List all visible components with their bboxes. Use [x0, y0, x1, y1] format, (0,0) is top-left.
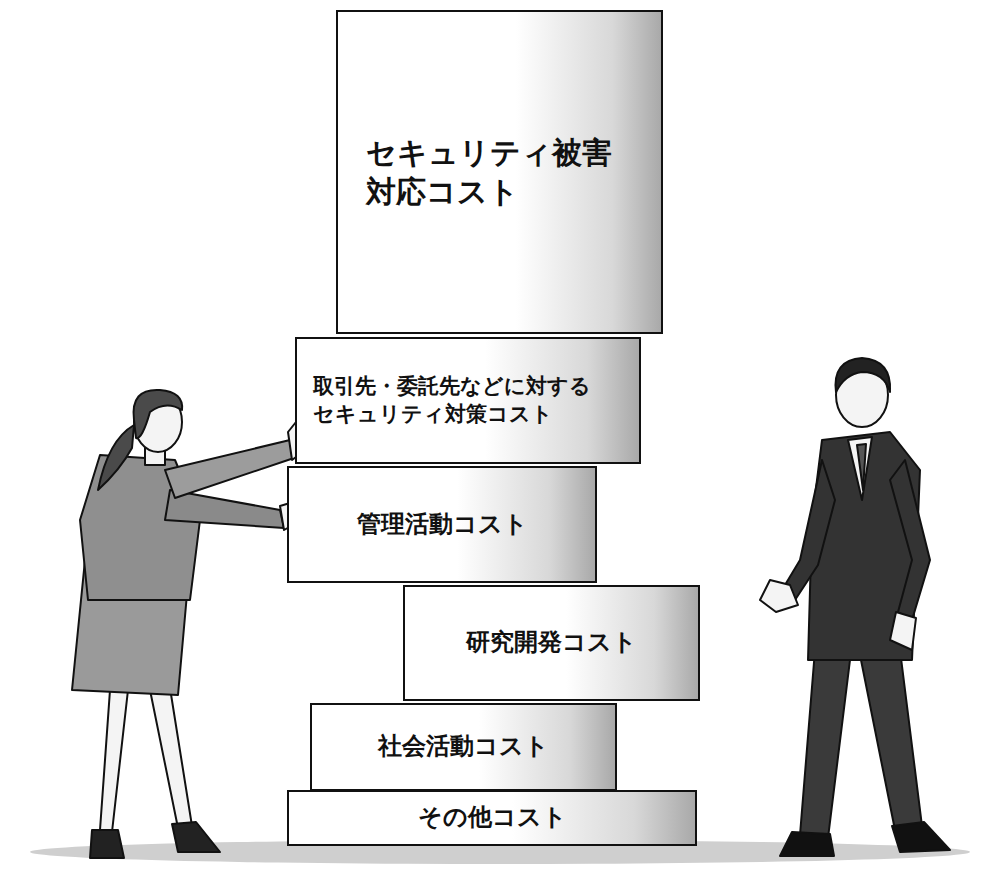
social-cost-block: 社会活動コスト: [310, 703, 617, 791]
cost-label: 社会活動コスト: [378, 731, 549, 762]
research-cost-block: 研究開発コスト: [403, 585, 700, 701]
woman-figure: [72, 390, 308, 858]
man-figure: [760, 358, 950, 856]
cost-label: セキュリティ被害 対応コスト: [366, 133, 633, 211]
cost-label: 管理活動コスト: [357, 509, 528, 540]
cost-label: その他コスト: [418, 802, 567, 833]
other-cost-block: その他コスト: [287, 790, 697, 846]
partner-cost-block: 取引先・委託先などに対する セキュリティ対策コスト: [295, 337, 641, 464]
cost-label: 研究開発コスト: [466, 627, 637, 658]
damage-cost-block: セキュリティ被害 対応コスト: [336, 10, 663, 334]
management-cost-block: 管理活動コスト: [287, 466, 597, 583]
cost-label: 取引先・委託先などに対する セキュリティ対策コスト: [313, 373, 623, 428]
